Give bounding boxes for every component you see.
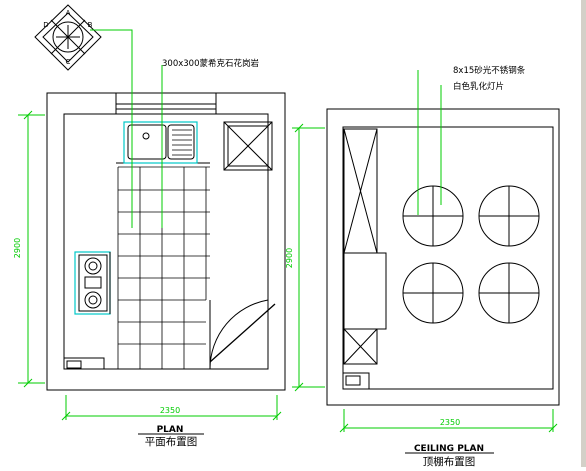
plan-height-dimension — [18, 110, 45, 388]
plan-title: PLAN — [157, 425, 184, 435]
cabinet-box — [223, 121, 273, 171]
door-swing — [209, 299, 276, 370]
plan-height-label: 2900 — [13, 238, 22, 258]
ceiling-cabinet-small — [343, 328, 378, 365]
gas-stove — [74, 251, 111, 315]
ceiling-leader-lines — [417, 70, 442, 215]
ceiling-lamp-3 — [402, 262, 464, 324]
ceiling-subtitle: 顶棚布置图 — [423, 455, 476, 467]
ceiling-hood-box — [343, 252, 387, 330]
ceiling-lamp-2 — [478, 185, 540, 247]
ceiling-lamp-1 — [402, 185, 464, 247]
compass-circle — [52, 21, 84, 53]
ceiling-drain — [342, 372, 370, 390]
ceiling-title: CEILING PLAN — [414, 444, 484, 454]
ceiling-note-lamp: 白色乳化灯片 — [453, 81, 504, 92]
plan-floor-note: 300x300蒙希克石花岗岩 — [162, 58, 259, 69]
ceiling-lamp-4 — [478, 262, 540, 324]
plan-outer-wall — [46, 92, 286, 391]
floor-tile-grid — [117, 166, 210, 369]
plan-window — [115, 93, 217, 114]
floor-drain — [63, 357, 105, 370]
plan-leader-line — [90, 29, 163, 228]
plan-width-label: 2350 — [160, 406, 180, 415]
ceiling-inner-wall — [342, 126, 554, 390]
ceiling-drawing — [326, 108, 560, 406]
sink — [123, 121, 198, 164]
compass-inner-diamond — [42, 12, 94, 63]
plan-subtitle: 平面布置图 — [145, 436, 198, 448]
plan-inner-wall — [63, 113, 269, 370]
compass-outer-diamond — [34, 4, 102, 71]
ceiling-width-dimension — [339, 409, 558, 433]
ceiling-height-label: 2900 — [285, 248, 294, 268]
ceiling-outer-wall — [326, 108, 560, 406]
ceiling-width-label: 2350 — [440, 418, 460, 427]
ceiling-note-strip: 8x15砂光不锈钢条 — [453, 65, 526, 76]
plan-width-dimension — [61, 395, 282, 421]
compass-label-right: B — [88, 21, 93, 29]
compass-label-top: A — [66, 9, 71, 17]
compass-label-left: D — [43, 21, 48, 29]
compass-label-bottom: C — [66, 58, 71, 66]
ceiling-height-dimension — [292, 123, 325, 392]
window-frame-edge — [581, 0, 586, 467]
ceiling-cabinet-tall — [343, 128, 378, 254]
compass-marker — [34, 4, 102, 71]
